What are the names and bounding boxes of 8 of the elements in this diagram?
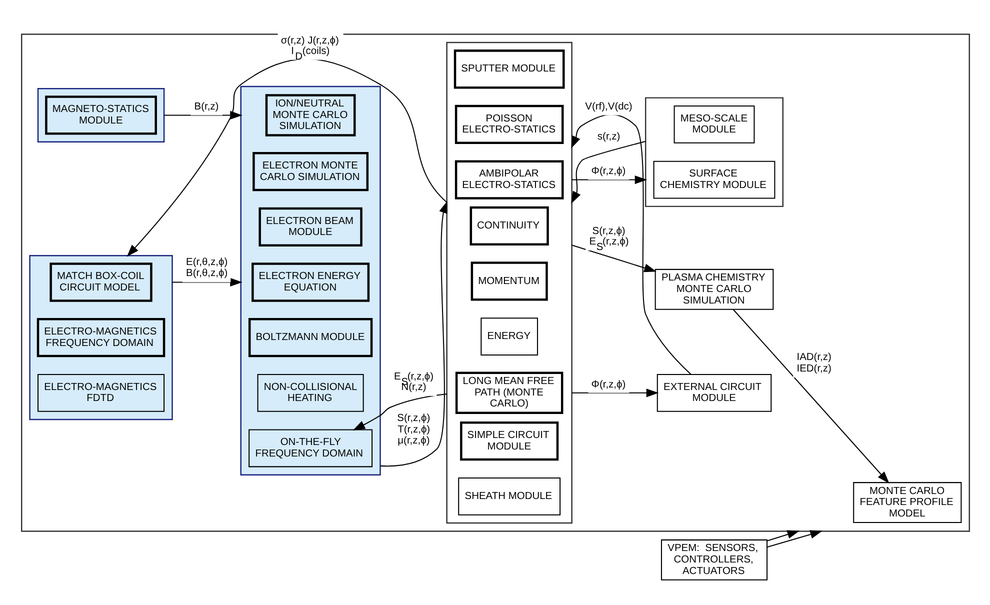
edge-label: E(r,θ,z,ϕ) B(r,θ,z,ϕ) (186, 256, 228, 279)
edge-label: V(rf),V(dc) (584, 101, 632, 112)
edge-label: s(r,z) (596, 130, 620, 142)
edge-label: IAD(r,z) IED(r,z) (796, 352, 831, 374)
edge-label: S(r,z,ϕ) T(r,z,ϕ) μ(r,z,ϕ) (396, 412, 430, 446)
edge-label: Φ(r,z,ϕ) (590, 378, 626, 390)
edge-label: Φ(r,z,ϕ) (590, 166, 626, 177)
edge-label: B(r,z) (194, 101, 218, 112)
